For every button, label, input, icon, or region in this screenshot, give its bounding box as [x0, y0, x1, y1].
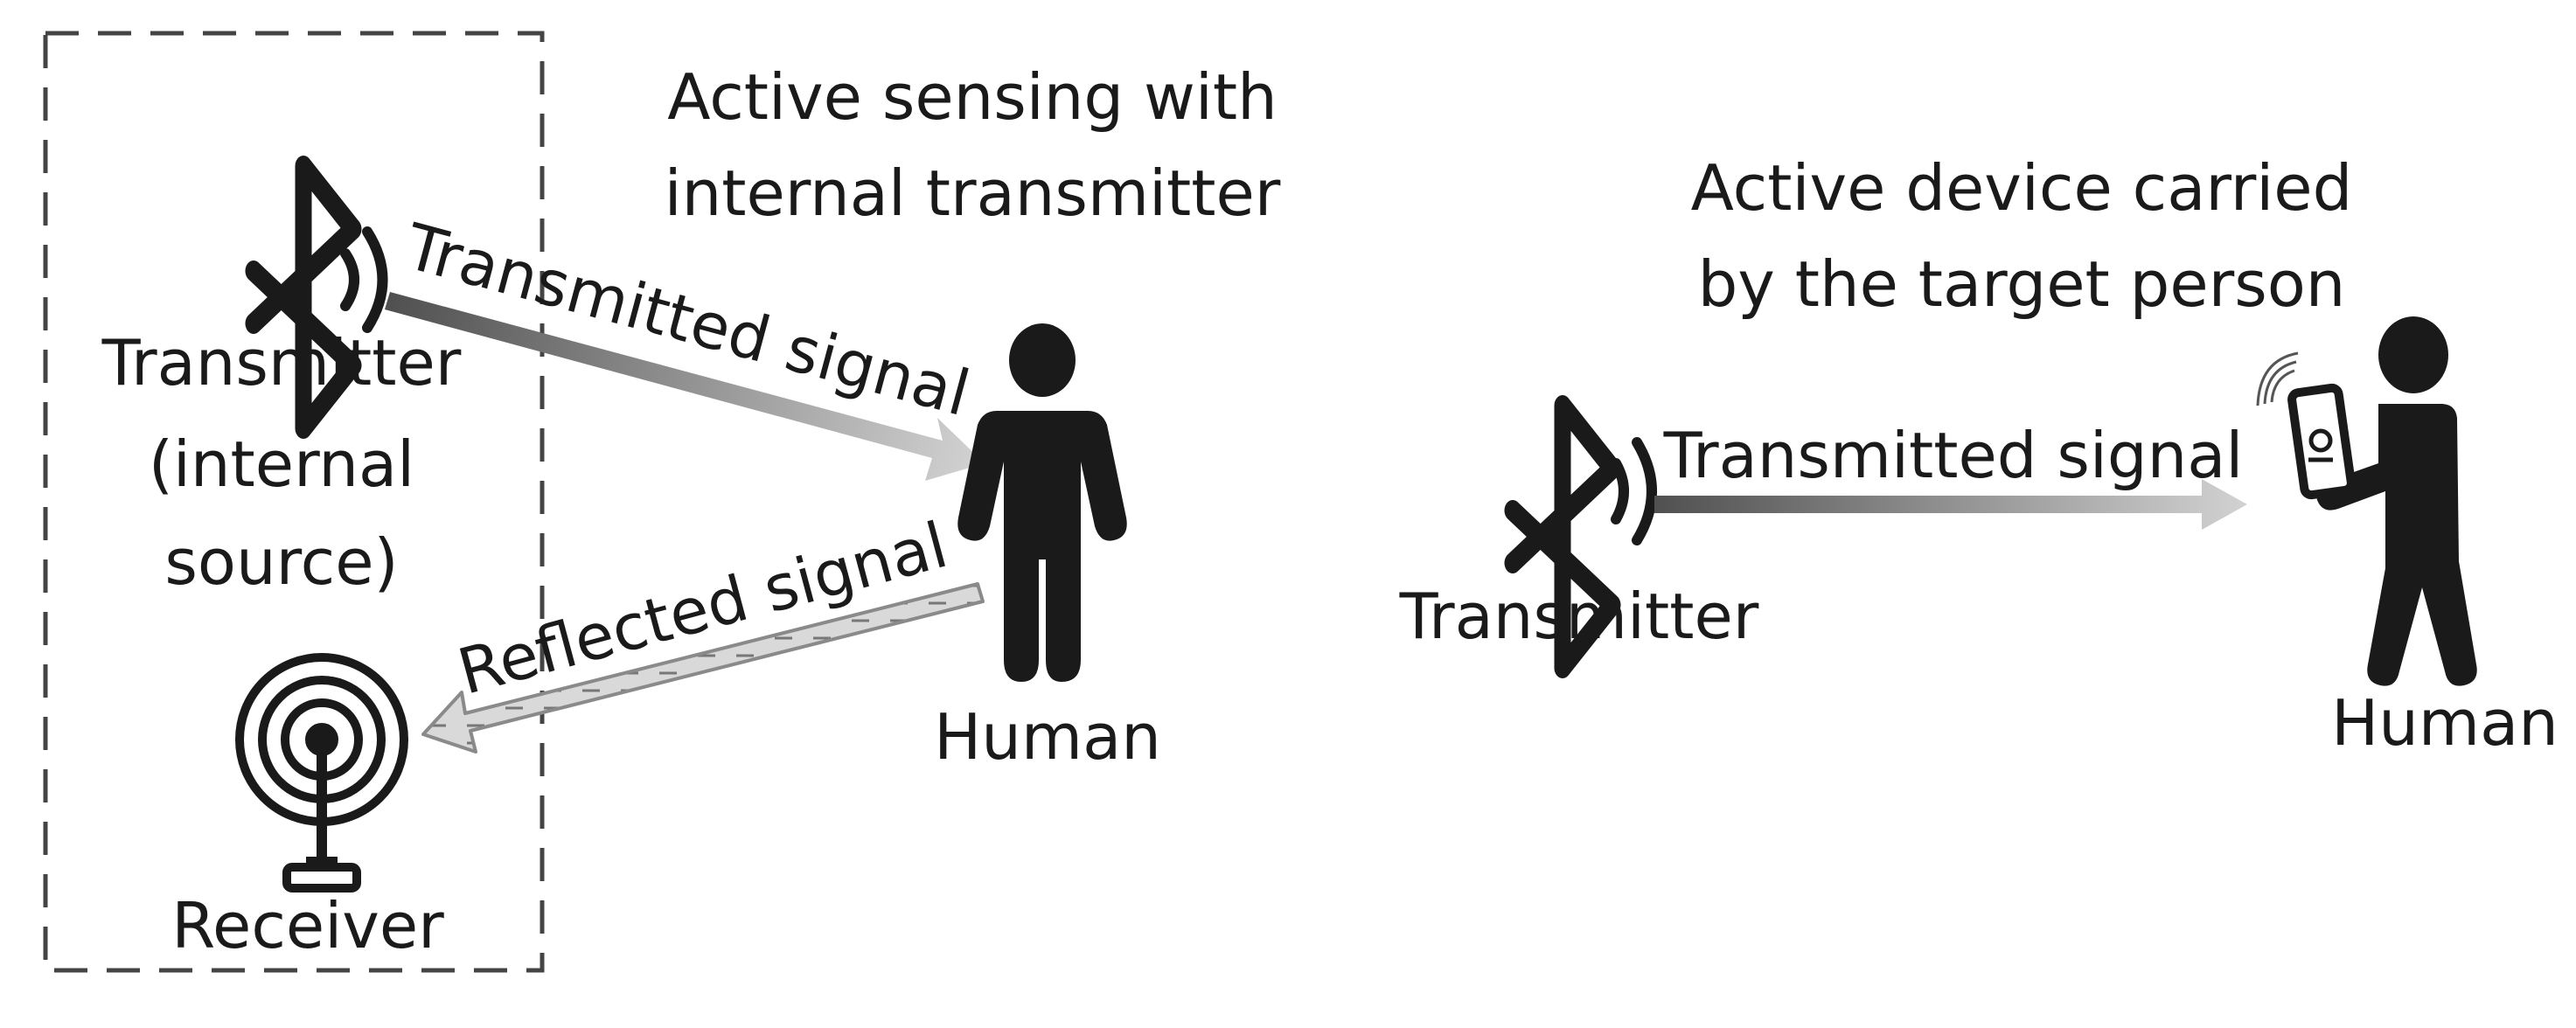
transmitted-signal-label-right: Transmitted signal	[1663, 419, 2244, 492]
right-title-line1: Active device carried	[1691, 151, 2353, 225]
transmitter-label-line1: Transmitter	[101, 326, 462, 399]
wireless-waves-icon	[340, 226, 388, 333]
human-label-right: Human	[2331, 686, 2559, 760]
transmitter-label-line2: (internal	[149, 427, 414, 501]
human-icon-right	[2316, 316, 2477, 686]
left-title-line2: internal transmitter	[665, 156, 1281, 230]
device-boundary-box	[43, 31, 545, 973]
bluetooth-icon-right	[1504, 394, 1621, 679]
left-title-line1: Active sensing with	[667, 60, 1278, 134]
human-icon	[957, 323, 1127, 682]
transmitter-label-right: Transmitter	[1399, 580, 1759, 653]
antenna-icon	[235, 653, 408, 893]
transmitter-label-line3: source)	[164, 525, 398, 599]
transmitted-signal-arrow-right	[1654, 479, 2247, 530]
phone-wireless-icon	[2256, 351, 2299, 406]
phone-icon	[2287, 383, 2356, 500]
reflected-signal-arrow	[421, 582, 985, 754]
bluetooth-icon	[245, 155, 362, 440]
human-label-left: Human	[934, 700, 1161, 774]
receiver-label: Receiver	[171, 889, 444, 962]
transmitted-signal-arrow	[385, 292, 985, 481]
wireless-waves-icon-right	[1611, 437, 1657, 545]
right-title-line2: by the target person	[1698, 247, 2346, 321]
